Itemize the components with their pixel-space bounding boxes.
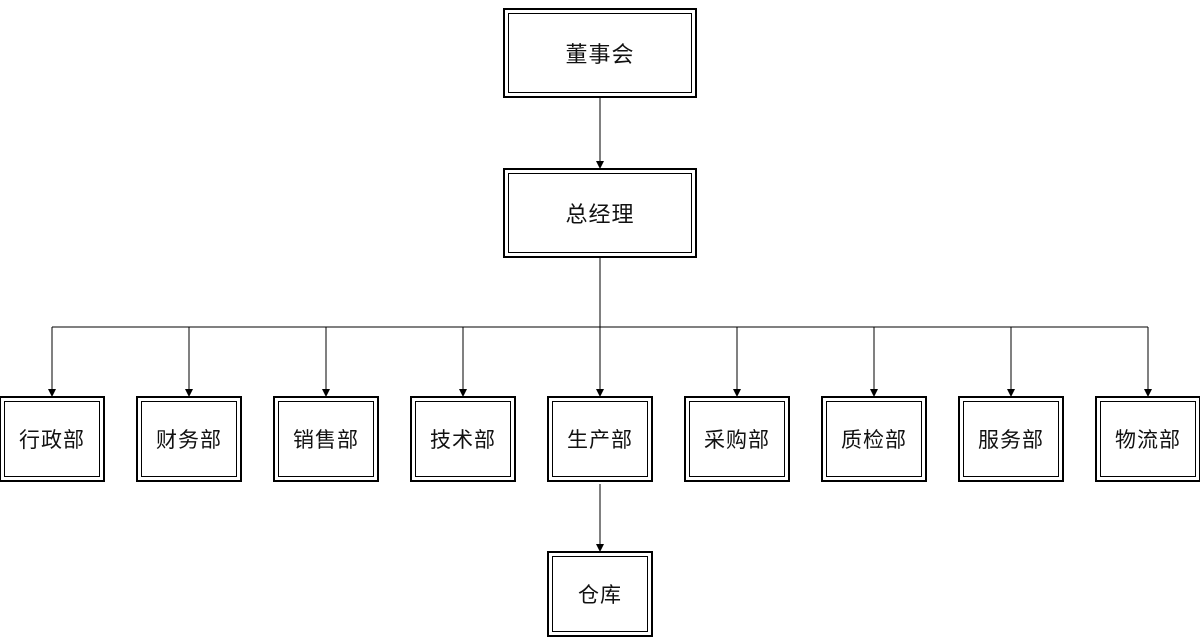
node-board-frame: 董事会: [508, 13, 692, 93]
node-board-label: 董事会: [565, 43, 635, 68]
node-general-manager-label: 总经理: [565, 203, 635, 228]
node-dept-sales-frame: 销售部: [278, 401, 374, 477]
node-dept-qc-label: 质检部: [841, 428, 907, 452]
node-warehouse-label: 仓库: [578, 583, 622, 607]
node-dept-service-label: 服务部: [978, 428, 1044, 452]
node-dept-admin-frame: 行政部: [4, 401, 100, 477]
node-dept-sales-label: 销售部: [293, 428, 359, 452]
node-dept-purchasing: 采购部: [684, 396, 790, 482]
node-general-manager: 总经理: [503, 168, 697, 258]
node-dept-purchasing-frame: 采购部: [689, 401, 785, 477]
node-dept-admin: 行政部: [0, 396, 105, 482]
node-dept-tech: 技术部: [410, 396, 516, 482]
node-dept-qc-frame: 质检部: [826, 401, 922, 477]
node-warehouse: 仓库: [547, 551, 653, 637]
node-dept-admin-label: 行政部: [19, 428, 85, 452]
node-dept-service: 服务部: [958, 396, 1064, 482]
node-dept-logistics-frame: 物流部: [1100, 401, 1196, 477]
node-dept-production-frame: 生产部: [552, 401, 648, 477]
node-warehouse-frame: 仓库: [552, 556, 648, 632]
node-dept-tech-label: 技术部: [430, 428, 496, 452]
node-dept-sales: 销售部: [273, 396, 379, 482]
node-dept-production-label: 生产部: [567, 428, 633, 452]
node-board: 董事会: [503, 8, 697, 98]
node-dept-finance-frame: 财务部: [141, 401, 237, 477]
node-dept-purchasing-label: 采购部: [704, 428, 770, 452]
node-dept-service-frame: 服务部: [963, 401, 1059, 477]
node-general-manager-frame: 总经理: [508, 173, 692, 253]
node-dept-logistics: 物流部: [1095, 396, 1200, 482]
node-dept-production: 生产部: [547, 396, 653, 482]
node-dept-logistics-label: 物流部: [1115, 428, 1181, 452]
node-dept-tech-frame: 技术部: [415, 401, 511, 477]
node-dept-qc: 质检部: [821, 396, 927, 482]
node-dept-finance: 财务部: [136, 396, 242, 482]
node-dept-finance-label: 财务部: [156, 428, 222, 452]
